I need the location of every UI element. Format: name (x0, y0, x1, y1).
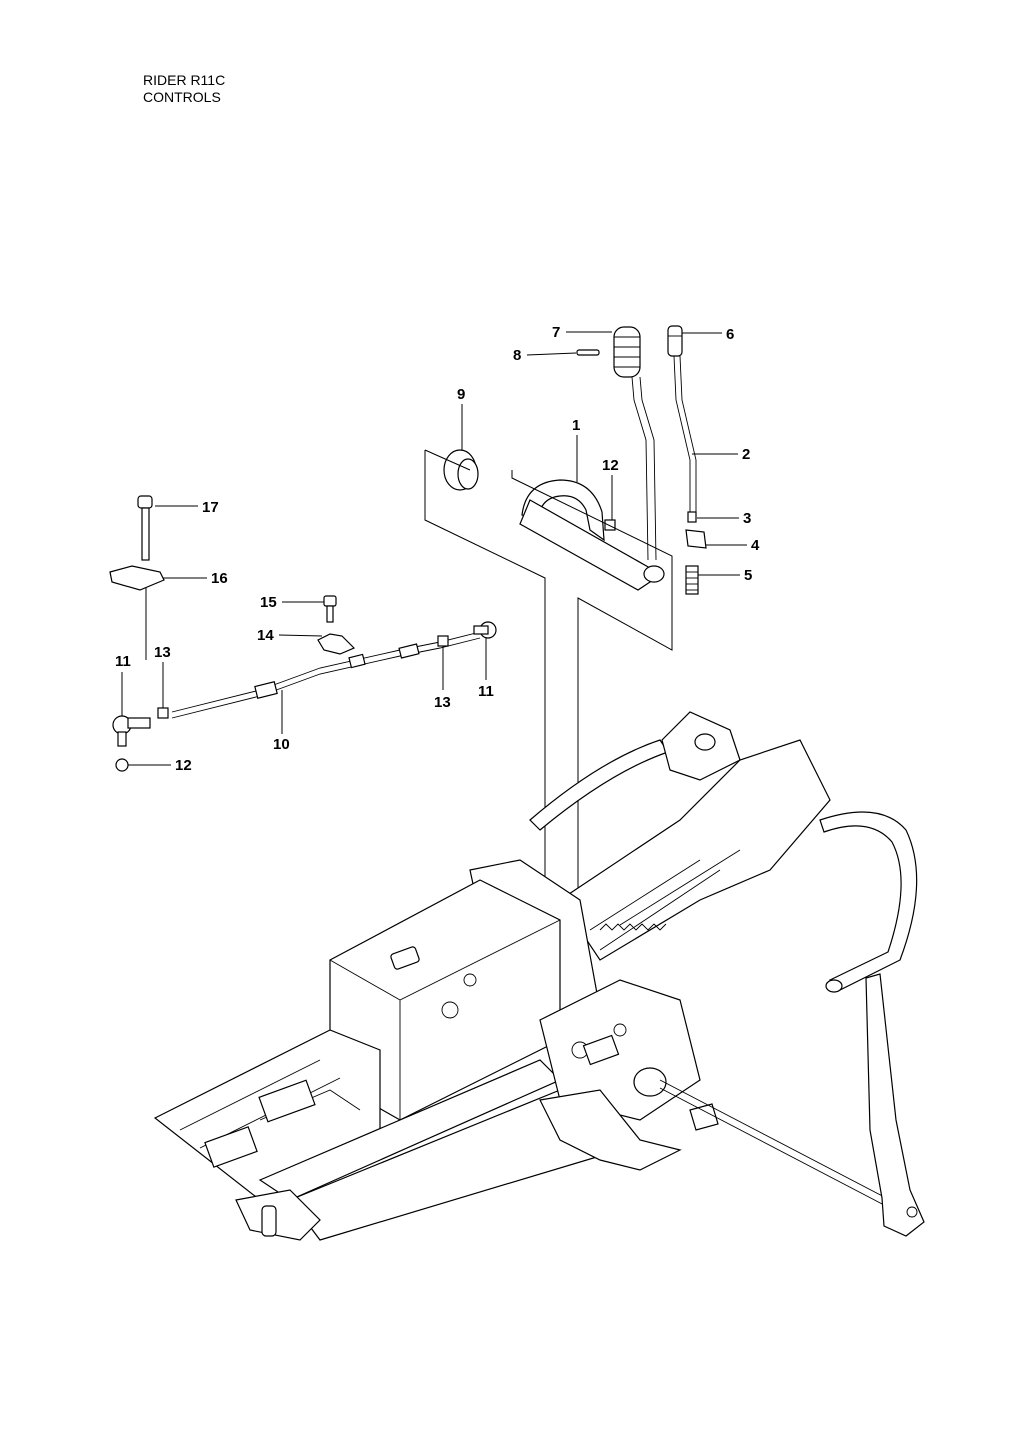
part-lever-bracket (519, 479, 665, 591)
callout-13-right: 13 (434, 645, 451, 711)
callout-label: 1 (572, 417, 580, 434)
part-ball-joint-left (112, 715, 151, 747)
callout-label: 15 (260, 594, 277, 611)
callout-label: 11 (478, 683, 494, 700)
part-bushing (443, 449, 479, 491)
callout-label: 12 (175, 757, 192, 774)
callout-label: 9 (457, 386, 465, 403)
callout-label: 10 (273, 736, 290, 753)
callout-label: 3 (743, 510, 751, 527)
callout-label: 2 (742, 446, 750, 463)
callout-label: 12 (602, 457, 619, 474)
projection-lines (424, 449, 673, 985)
callout-label: 6 (726, 326, 734, 343)
callout-label: 16 (211, 570, 228, 587)
part-bracket (109, 565, 165, 591)
callout-7: 7 (552, 324, 612, 341)
part-clamp (317, 633, 356, 655)
callout-label: 14 (257, 627, 274, 644)
part-4-plate (685, 529, 707, 549)
diagram-header: RIDER R11C CONTROLS (143, 72, 225, 106)
callout-1: 1 (572, 417, 580, 482)
callout-2: 2 (692, 446, 750, 463)
callout-6: 6 (680, 326, 734, 343)
part-nut-lower (115, 758, 129, 772)
callout-3: 3 (697, 510, 751, 527)
part-nut-left (157, 707, 169, 719)
callout-label: 11 (115, 653, 131, 670)
callout-label: 17 (202, 499, 219, 516)
callout-5: 5 (698, 567, 752, 584)
section-title: CONTROLS (143, 89, 221, 105)
chassis-frame (153, 711, 925, 1241)
callout-label: 8 (513, 347, 521, 364)
part-grip-knob (613, 326, 641, 378)
callout-12-lower: 12 (127, 757, 192, 774)
callout-label: 4 (751, 537, 760, 554)
part-ball-joint-right (473, 621, 497, 639)
part-lever-rod (631, 376, 657, 561)
part-screw (323, 595, 337, 623)
part-bolt (137, 495, 153, 561)
part-spring (685, 565, 699, 595)
callout-12-upper: 12 (602, 457, 619, 520)
part-lever-2 (673, 355, 697, 512)
part-knob (667, 325, 683, 357)
callout-label: 7 (552, 324, 560, 341)
part-nut-right (437, 635, 449, 647)
model-title: RIDER R11C (143, 72, 226, 88)
callout-14: 14 (257, 627, 323, 644)
callout-label: 13 (434, 694, 451, 711)
callout-16: 16 (160, 570, 228, 587)
callout-11-left: 11 (115, 653, 131, 718)
callout-4: 4 (706, 537, 760, 554)
callout-10: 10 (273, 690, 290, 753)
callout-9: 9 (457, 386, 465, 450)
callout-11-right: 11 (478, 636, 494, 700)
part-pin (576, 349, 600, 356)
part-3-clip (687, 511, 697, 523)
callout-17: 17 (155, 499, 219, 516)
callout-15: 15 (260, 594, 324, 611)
part-12-nut (604, 519, 616, 531)
callout-8: 8 (513, 347, 577, 364)
callout-13-left: 13 (154, 644, 171, 710)
callout-label: 5 (744, 567, 752, 584)
callout-label: 13 (154, 644, 171, 661)
